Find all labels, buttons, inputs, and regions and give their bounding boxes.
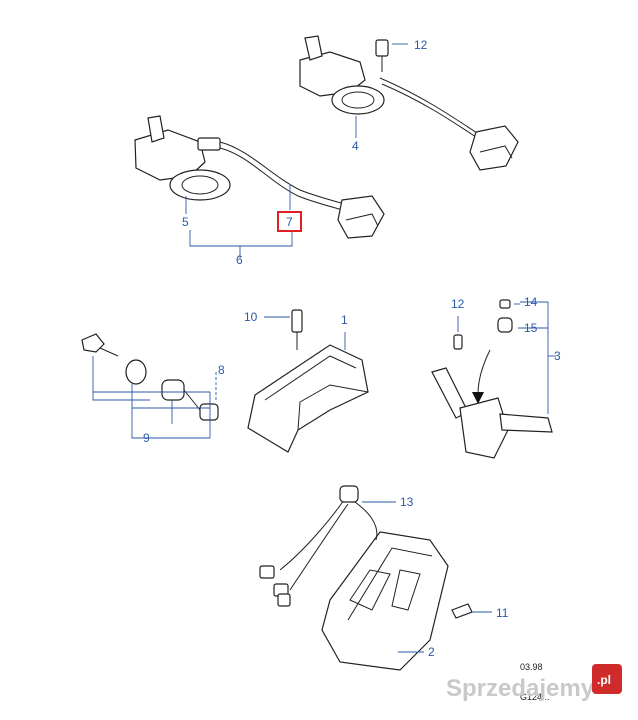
upper-shroud-1: [247, 309, 369, 453]
callout-8: 8: [218, 363, 225, 377]
watermark-badge: [592, 664, 622, 694]
callout-1: 1: [341, 313, 348, 327]
drawing-date-stamp: 03.98: [520, 662, 543, 672]
callout-12-top: 12: [414, 38, 428, 52]
callout-12-right: 12: [451, 297, 465, 311]
watermark-suffix: .pl: [597, 673, 611, 687]
watermark-text: Sprzedajemy: [446, 675, 595, 702]
callout-15: 15: [524, 321, 538, 335]
drawing-code-stamp: G124...: [520, 692, 550, 702]
callout-7-highlight-box: [277, 211, 302, 232]
callout-10: 10: [244, 310, 258, 324]
clock-spring-assembly-4: [299, 35, 519, 171]
callout-6: 6: [236, 253, 243, 267]
watermark: Sprzedajemy .pl: [446, 664, 622, 702]
callout-3: 3: [554, 349, 561, 363]
callout-2: 2: [428, 645, 435, 659]
lock-cylinder-parts-9: [81, 333, 219, 421]
callout-14: 14: [524, 295, 538, 309]
callout-5: 5: [182, 215, 189, 229]
callout-13: 13: [400, 495, 414, 509]
callout-4: 4: [352, 139, 359, 153]
callout-11: 11: [496, 606, 509, 620]
lower-shroud-2: [259, 485, 473, 671]
clock-spring-assembly-5: [134, 115, 385, 239]
callout-9: 9: [143, 431, 150, 445]
multifunction-switch-3: [431, 299, 553, 459]
callout-7: 7: [286, 215, 293, 229]
